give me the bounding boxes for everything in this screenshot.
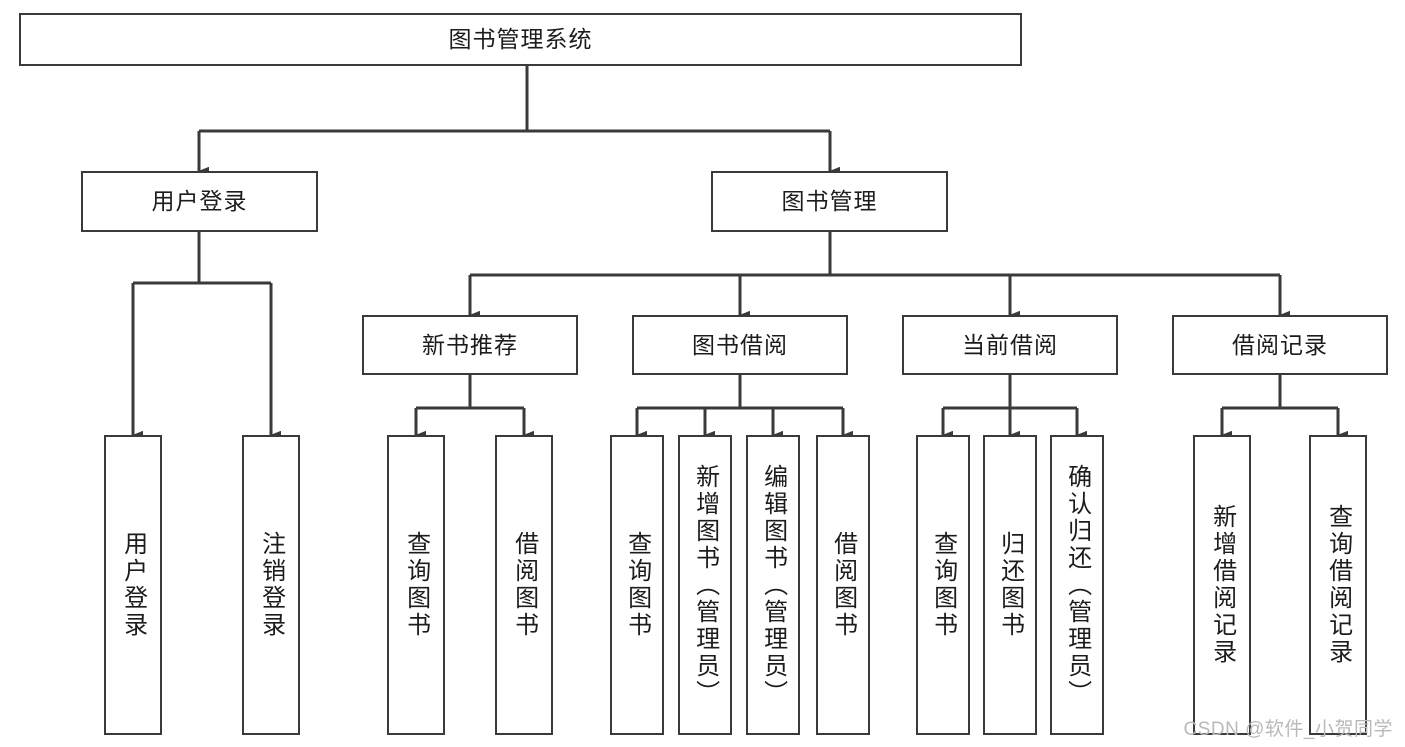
leaf-recommend-query-book[interactable]: 查询图书 (387, 435, 445, 735)
node-borrow-record[interactable]: 借阅记录 (1172, 315, 1388, 375)
leaf-current-confirm-return-admin[interactable]: 确认归还（管理员） (1050, 435, 1104, 735)
node-user-login[interactable]: 用户登录 (81, 171, 318, 232)
leaf-borrow-query-book[interactable]: 查询图书 (610, 435, 664, 735)
node-root-book-management-system[interactable]: 图书管理系统 (19, 13, 1022, 66)
node-label: 归还图书 (996, 531, 1024, 639)
node-book-management[interactable]: 图书管理 (711, 171, 948, 232)
node-label: 新增借阅记录 (1208, 504, 1236, 666)
node-current-borrow[interactable]: 当前借阅 (902, 315, 1118, 375)
node-label: 注销登录 (257, 531, 285, 639)
leaf-current-query-book[interactable]: 查询图书 (916, 435, 970, 735)
node-label: 新书推荐 (422, 331, 518, 358)
node-label: 用户登录 (119, 531, 147, 639)
leaf-borrow-borrow-book[interactable]: 借阅图书 (816, 435, 870, 735)
leaf-user-login[interactable]: 用户登录 (104, 435, 162, 735)
node-label: 图书管理系统 (448, 26, 593, 53)
leaf-logout[interactable]: 注销登录 (242, 435, 300, 735)
leaf-record-query-borrow-record[interactable]: 查询借阅记录 (1309, 435, 1367, 735)
node-label: 确认归还（管理员） (1063, 463, 1091, 707)
leaf-record-add-borrow-record[interactable]: 新增借阅记录 (1193, 435, 1251, 735)
node-book-borrow[interactable]: 图书借阅 (632, 315, 848, 375)
node-label: 借阅记录 (1232, 331, 1328, 358)
node-label: 当前借阅 (962, 331, 1058, 358)
node-label: 查询借阅记录 (1324, 504, 1352, 666)
node-new-book-recommend[interactable]: 新书推荐 (362, 315, 578, 375)
node-label: 查询图书 (623, 531, 651, 639)
leaf-current-return-book[interactable]: 归还图书 (983, 435, 1037, 735)
node-label: 新增图书（管理员） (691, 463, 719, 707)
node-label: 查询图书 (929, 531, 957, 639)
leaf-borrow-add-book-admin[interactable]: 新增图书（管理员） (678, 435, 732, 735)
watermark-text: CSDN @软件_小贺同学 (1183, 719, 1393, 740)
node-label: 借阅图书 (510, 531, 538, 639)
node-label: 图书管理 (781, 188, 878, 215)
node-label: 编辑图书（管理员） (759, 463, 787, 707)
node-label: 用户登录 (151, 188, 248, 215)
node-label: 查询图书 (402, 531, 430, 639)
leaf-borrow-edit-book-admin[interactable]: 编辑图书（管理员） (746, 435, 800, 735)
leaf-recommend-borrow-book[interactable]: 借阅图书 (495, 435, 553, 735)
node-label: 图书借阅 (692, 331, 788, 358)
node-label: 借阅图书 (829, 531, 857, 639)
